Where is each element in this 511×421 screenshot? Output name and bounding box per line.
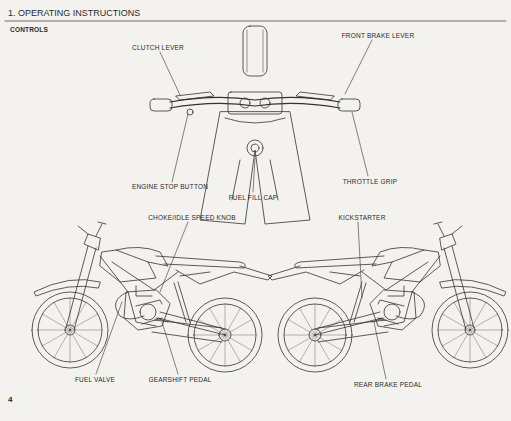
- part-label: CHOKE/IDLE SPEED KNOB: [148, 215, 236, 222]
- section-heading: CONTROLS: [10, 27, 48, 34]
- part-label: FRONT BRAKE LEVER: [342, 33, 415, 40]
- part-label: REAR BRAKE PEDAL: [354, 382, 422, 389]
- part-label: ENGINE STOP BUTTON: [132, 184, 208, 191]
- part-label: FUEL FILL CAP: [229, 195, 278, 202]
- part-label: CLUTCH LEVER: [132, 45, 184, 52]
- page-number: 4: [8, 396, 13, 404]
- part-label: KICKSTARTER: [338, 215, 385, 222]
- part-label: GEARSHIFT PEDAL: [148, 377, 211, 384]
- part-label: FUEL VALVE: [75, 377, 115, 384]
- part-label: THROTTLE GRIP: [343, 179, 398, 186]
- page-heading: 1. OPERATING INSTRUCTIONS: [8, 8, 140, 18]
